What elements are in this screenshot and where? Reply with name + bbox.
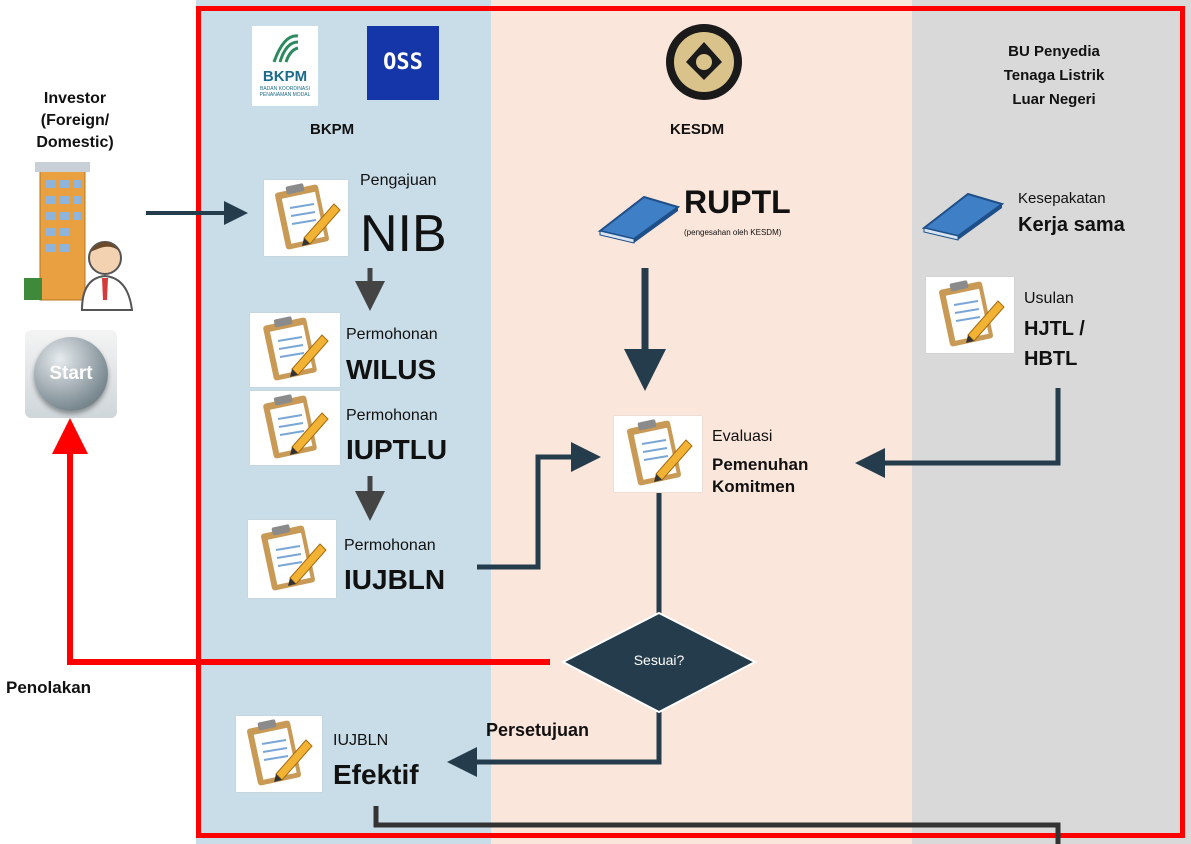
line-efektif-to-bu [373, 806, 1061, 844]
investor-building-icon [24, 162, 134, 311]
kerjasama-big-label: Kerja sama [1018, 214, 1125, 236]
ruptl-big-label: RUPTL [684, 184, 791, 220]
bkpm-logo: BKPM BADAN KOORDINASI PENANAMAN MODAL [252, 26, 318, 106]
arrow-hjtl-to-evaluasi [855, 388, 1061, 478]
investor-line3: Domestic) [36, 134, 114, 151]
oss-logo: OSS [367, 26, 439, 100]
hjtl-big-line2: HBTL [1024, 348, 1078, 370]
evaluasi-big-line1: Pemenuhan [712, 455, 809, 474]
start-button[interactable]: Start [25, 330, 117, 418]
kerjasama-small-label: Kesepakatan [1018, 190, 1106, 207]
wilus-doc-icon [250, 313, 340, 387]
lane-bu-label-line2: Tenaga Listrik [1003, 67, 1105, 84]
investor-line1: Investor [43, 90, 107, 107]
lane-bkpm-label: BKPM [310, 121, 355, 138]
approve-label: Persetujuan [486, 720, 590, 740]
lane-kesdm-label: KESDM [670, 121, 725, 138]
bkpm-logo-text: BKPM [262, 68, 308, 85]
wilus-big-label: WILUS [346, 354, 437, 385]
arrow-iujbln-to-evaluasi [477, 442, 601, 570]
start-label: Start [34, 337, 108, 411]
investor-label: Investor (Foreign/ Domestic) [10, 88, 140, 154]
hjtl-big-label: HJTL / HBTL [1024, 314, 1085, 374]
nib-big-label: NIB [360, 205, 447, 263]
wilus-small-label: Permohonan [346, 326, 438, 343]
bkpm-logo-subtext: BADAN KOORDINASI PENANAMAN MODAL [259, 86, 311, 98]
iujbln-big-label: IUJBLN [344, 564, 446, 595]
arrow-reject-to-start [52, 418, 550, 665]
lane-bu-label: BU Penyedia Tenaga Listrik Luar Negeri [960, 40, 1148, 112]
ruptl-book-icon [597, 195, 681, 244]
lane-bkpm [196, 0, 491, 844]
efektif-small-label: IUJBLN [333, 732, 389, 749]
iuptlu-doc-icon [250, 391, 340, 465]
iujbln-small-label: Permohonan [344, 537, 436, 554]
evaluasi-doc-icon [614, 416, 702, 492]
arrow-decision-to-efektif [447, 712, 662, 777]
hjtl-big-line1: HJTL / [1024, 318, 1085, 340]
decision-label: Sesuai? [633, 652, 685, 668]
efektif-doc-icon [236, 716, 322, 792]
efektif-big-label: Efektif [333, 759, 419, 790]
investor-line2: (Foreign/ [40, 112, 110, 129]
lane-bu-label-line1: BU Penyedia [1008, 43, 1100, 60]
bkpm-emblem-icon [272, 34, 299, 63]
kerjasama-book-icon [921, 192, 1005, 241]
lane-bu-label-line3: Luar Negeri [1012, 91, 1096, 108]
evaluasi-big-label: Pemenuhan Komitmen [712, 454, 808, 498]
lane-bu-penyedia [912, 0, 1191, 844]
iujbln-doc-icon [248, 520, 336, 598]
nib-doc-icon [264, 180, 348, 256]
ruptl-note: (pengesahan oleh KESDM) [684, 228, 782, 237]
iuptlu-big-label: IUPTLU [346, 434, 448, 465]
hjtl-small-label: Usulan [1024, 290, 1074, 307]
kesdm-emblem-icon [666, 24, 742, 100]
iuptlu-small-label: Permohonan [346, 407, 438, 424]
evaluasi-big-line2: Komitmen [712, 477, 796, 496]
nib-small-label: Pengajuan [360, 172, 437, 189]
decision-diamond [560, 611, 758, 714]
evaluasi-small-label: Evaluasi [712, 428, 773, 445]
reject-label: Penolakan [6, 678, 92, 697]
hjtl-doc-icon [926, 277, 1014, 353]
process-frame [196, 6, 1185, 838]
